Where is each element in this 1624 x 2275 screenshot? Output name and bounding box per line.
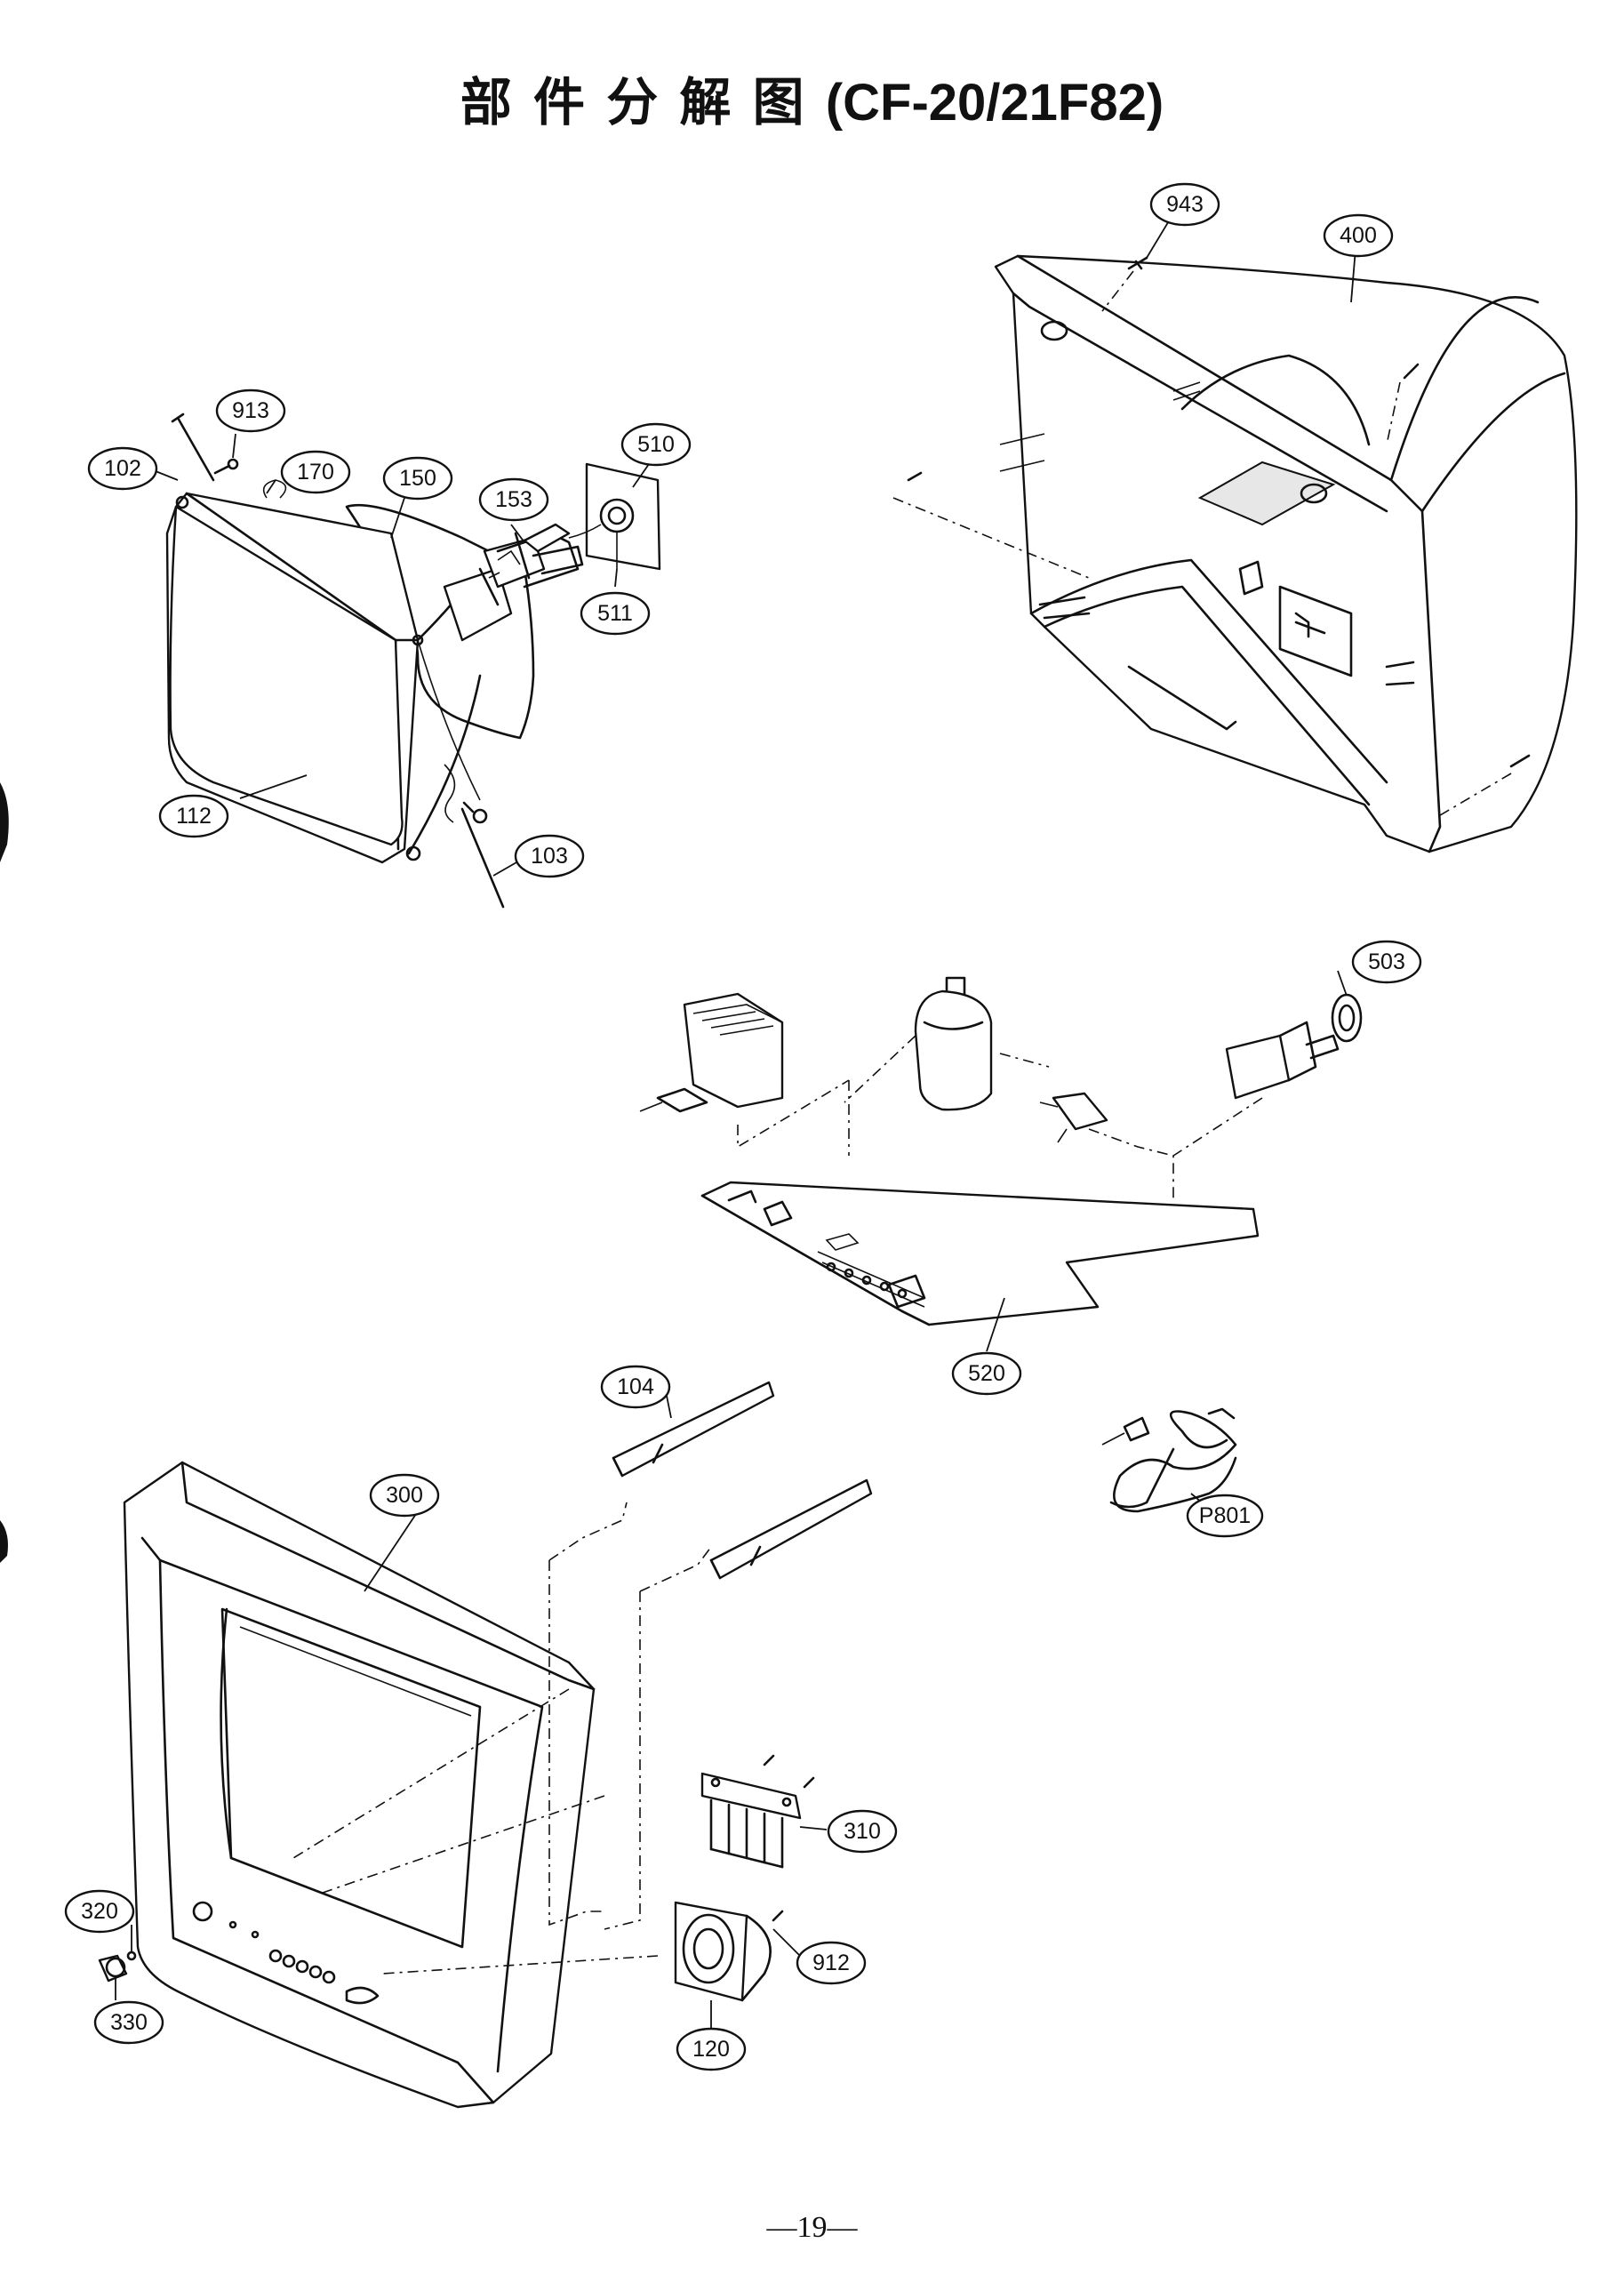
callout-912: 912 <box>796 1941 867 1985</box>
callout-320-label: 320 <box>81 1899 118 1924</box>
control-bracket <box>700 1754 815 1869</box>
callout-520: 520 <box>951 1351 1022 1396</box>
callout-120: 120 <box>676 2027 747 2071</box>
page-number: —19— <box>766 2211 858 2244</box>
callout-400-label: 400 <box>1340 223 1377 248</box>
callout-913: 913 <box>215 389 286 433</box>
callout-153-label: 153 <box>495 487 532 512</box>
crt-assembly <box>165 413 584 909</box>
slide-rails <box>612 1381 873 1580</box>
callout-330-label: 330 <box>110 2010 148 2035</box>
callout-511: 511 <box>580 591 651 636</box>
title-model: (CF-20/21F82) <box>825 74 1164 132</box>
callout-510: 510 <box>620 422 692 467</box>
callout-400: 400 <box>1323 213 1394 258</box>
callout-170: 170 <box>280 450 351 494</box>
callout-170-label: 170 <box>297 460 334 485</box>
callout-520-label: 520 <box>968 1361 1005 1386</box>
callout-153: 153 <box>478 477 549 522</box>
callout-320: 320 <box>64 1889 135 1934</box>
power-knob <box>98 1951 137 1983</box>
callout-511-label: 511 <box>597 601 633 626</box>
callout-103-label: 103 <box>531 844 568 869</box>
front-cabinet <box>123 1461 596 2109</box>
binding-hole-mark-upper <box>0 782 9 862</box>
callout-503: 503 <box>1351 940 1422 984</box>
callout-120-label: 120 <box>692 2037 730 2062</box>
callout-300: 300 <box>369 1473 440 1518</box>
crt-socket-board <box>568 462 661 571</box>
back-cabinet <box>907 254 1578 853</box>
callout-P801-label: P801 <box>1199 1503 1251 1528</box>
callout-150: 150 <box>382 456 453 501</box>
callout-510-label: 510 <box>637 432 675 457</box>
callout-300-label: 300 <box>386 1483 423 1508</box>
callout-943-label: 943 <box>1166 192 1204 217</box>
title-chinese: 部 件 分 解 图 <box>460 72 806 132</box>
callout-310-label: 310 <box>844 1819 881 1844</box>
power-cord <box>1101 1407 1237 1513</box>
callout-912-label: 912 <box>812 1951 850 1975</box>
callout-503-label: 503 <box>1368 949 1405 974</box>
binding-hole-mark-lower <box>0 1520 8 1563</box>
callout-943: 943 <box>1149 182 1220 227</box>
callout-913-label: 913 <box>232 398 269 423</box>
callout-150-label: 150 <box>399 466 436 491</box>
main-chassis-board <box>639 976 1363 1326</box>
callout-112: 112 <box>158 794 229 838</box>
callout-104-label: 104 <box>617 1374 654 1399</box>
diagram-title: 部 件 分 解 图 (CF-20/21F82) <box>0 60 1624 135</box>
callout-103: 103 <box>514 834 585 878</box>
callout-102-label: 102 <box>104 456 141 481</box>
callout-112-label: 112 <box>176 804 212 829</box>
callout-104: 104 <box>600 1365 671 1409</box>
callout-102: 102 <box>87 446 158 491</box>
callout-310: 310 <box>827 1809 898 1854</box>
callout-330: 330 <box>93 2000 164 2045</box>
speaker <box>674 1901 784 2002</box>
callout-P801: P801 <box>1186 1494 1264 1538</box>
